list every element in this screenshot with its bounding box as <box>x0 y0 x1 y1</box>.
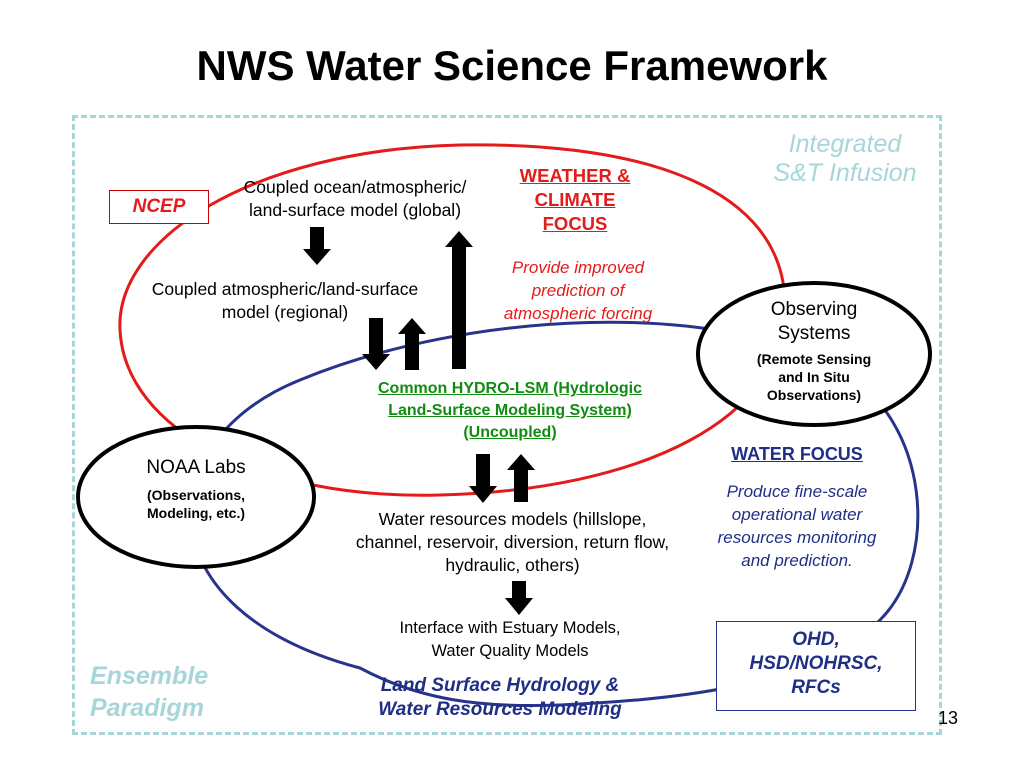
ohd-line2: HSD/NOHRSC, <box>749 653 883 674</box>
water-desc-line3: resources monitoring <box>717 528 877 547</box>
arrow-down-regional-lsm <box>362 318 390 370</box>
ohd-line3: RFCs <box>791 677 841 698</box>
water-models-line2: channel, reservoir, diversion, return fl… <box>355 532 670 552</box>
water-models-line3: hydraulic, others) <box>445 555 580 575</box>
dashed-frame <box>72 115 942 735</box>
land-surface-hydrology-text: Land Surface Hydrology & Water Resources… <box>340 674 660 722</box>
observing-sub-line3: Observations) <box>766 387 862 403</box>
hydro-lsm-line1: Common HYDRO-LSM (Hydrologic <box>378 380 642 397</box>
lsh-line1: Land Surface Hydrology & <box>380 675 620 696</box>
water-models-text: Water resources models (hillslope, chann… <box>320 508 705 577</box>
weather-focus-line1: WEATHER & <box>519 165 631 186</box>
water-focus-heading: WATER FOCUS <box>731 444 863 464</box>
ensemble-line2: Paradigm <box>90 694 204 722</box>
observing-sub-line2: and In Situ <box>778 369 850 385</box>
estuary-line2: Water Quality Models <box>431 642 589 660</box>
arrow-down-global-regional <box>303 227 331 265</box>
hydro-lsm-line2: Land-Surface Modeling System) <box>388 402 632 419</box>
water-desc-line1: Produce fine-scale <box>726 482 868 501</box>
hydro-lsm-line3: (Uncoupled) <box>463 424 557 441</box>
estuary-line1: Interface with Estuary Models, <box>399 619 621 637</box>
regional-model-line2: model (regional) <box>221 302 349 322</box>
noaa-sub-line1: (Observations, <box>146 487 246 503</box>
global-model-line1: Coupled ocean/atmospheric/ <box>243 177 467 197</box>
observing-title-line2: Systems <box>777 323 851 344</box>
page-number: 13 <box>938 708 959 728</box>
ncep-badge: NCEP <box>109 190 209 224</box>
noaa-labs-title: NOAA Labs <box>146 457 246 478</box>
arrow-down-water-estuary <box>505 581 533 615</box>
arrow-down-lsm-water <box>469 454 497 503</box>
observing-systems-text: Observing Systems (Remote Sensing and In… <box>714 298 914 404</box>
water-desc-line2: operational water <box>731 505 863 524</box>
observing-title-line1: Observing <box>770 299 858 320</box>
noaa-labs-ellipse <box>76 425 316 569</box>
weather-focus-line2: CLIMATE <box>534 189 616 210</box>
water-desc-line4: and prediction. <box>741 551 853 570</box>
page-title: NWS Water Science Framework <box>196 42 828 89</box>
ensemble-line1: Ensemble <box>90 662 209 690</box>
water-focus-description: Produce fine-scale operational water res… <box>692 480 902 572</box>
weather-desc-line1: Provide improved <box>511 258 645 277</box>
lsh-line2: Water Resources Modeling <box>378 699 622 720</box>
arrow-up-lsm-regional <box>398 318 426 370</box>
global-model-text: Coupled ocean/atmospheric/ land-surface … <box>205 176 505 222</box>
weather-desc-line2: prediction of <box>531 281 625 300</box>
regional-model-text: Coupled atmospheric/land-surface model (… <box>110 278 460 324</box>
integrated-line2: S&T Infusion <box>773 159 917 187</box>
arrow-up-lsm-global <box>445 231 473 369</box>
estuary-interface-text: Interface with Estuary Models, Water Qua… <box>355 617 665 663</box>
ohd-box: OHD, HSD/NOHRSC, RFCs <box>716 621 916 711</box>
observing-sub-line1: (Remote Sensing <box>756 351 872 367</box>
ensemble-label: Ensemble Paradigm <box>90 660 250 724</box>
weather-focus-heading: WEATHER & CLIMATE FOCUS <box>490 164 660 236</box>
weather-focus-description: Provide improved prediction of atmospher… <box>478 256 678 325</box>
noaa-sub-line2: Modeling, etc.) <box>147 505 245 521</box>
arrow-up-water-lsm <box>507 454 535 502</box>
global-model-line2: land-surface model (global) <box>248 200 462 220</box>
weather-focus-line3: FOCUS <box>542 213 608 234</box>
regional-model-line1: Coupled atmospheric/land-surface <box>151 279 419 299</box>
water-models-line1: Water resources models (hillslope, <box>378 509 647 529</box>
integrated-label: Integrated S&T Infusion <box>752 130 938 188</box>
weather-desc-line3: atmospheric forcing <box>503 304 653 323</box>
integrated-line1: Integrated <box>788 130 902 158</box>
ohd-line1: OHD, <box>792 629 840 650</box>
observing-systems-ellipse <box>696 281 932 427</box>
noaa-labs-text: NOAA Labs (Observations, Modeling, etc.) <box>96 456 296 522</box>
hydro-lsm-text: Common HYDRO-LSM (Hydrologic Land-Surfac… <box>330 378 690 444</box>
